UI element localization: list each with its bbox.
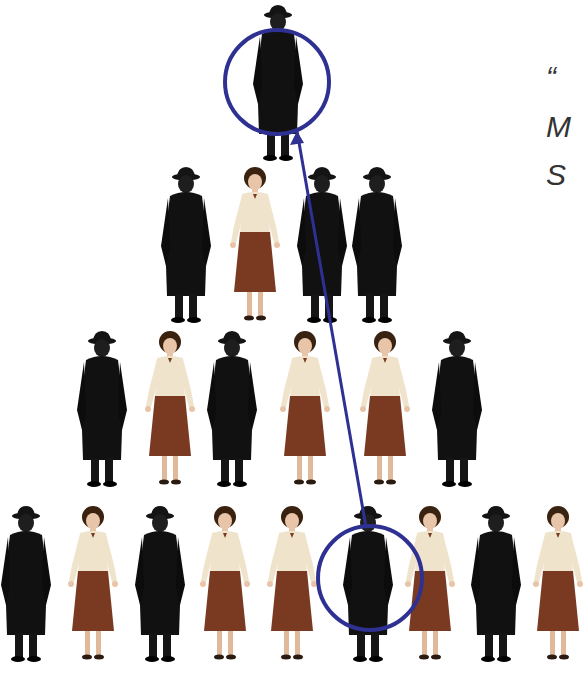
cropped-heading-letter: M xyxy=(546,112,571,142)
cropped-heading-letter: S xyxy=(546,160,566,190)
cropped-heading-letter: “ xyxy=(546,62,556,92)
